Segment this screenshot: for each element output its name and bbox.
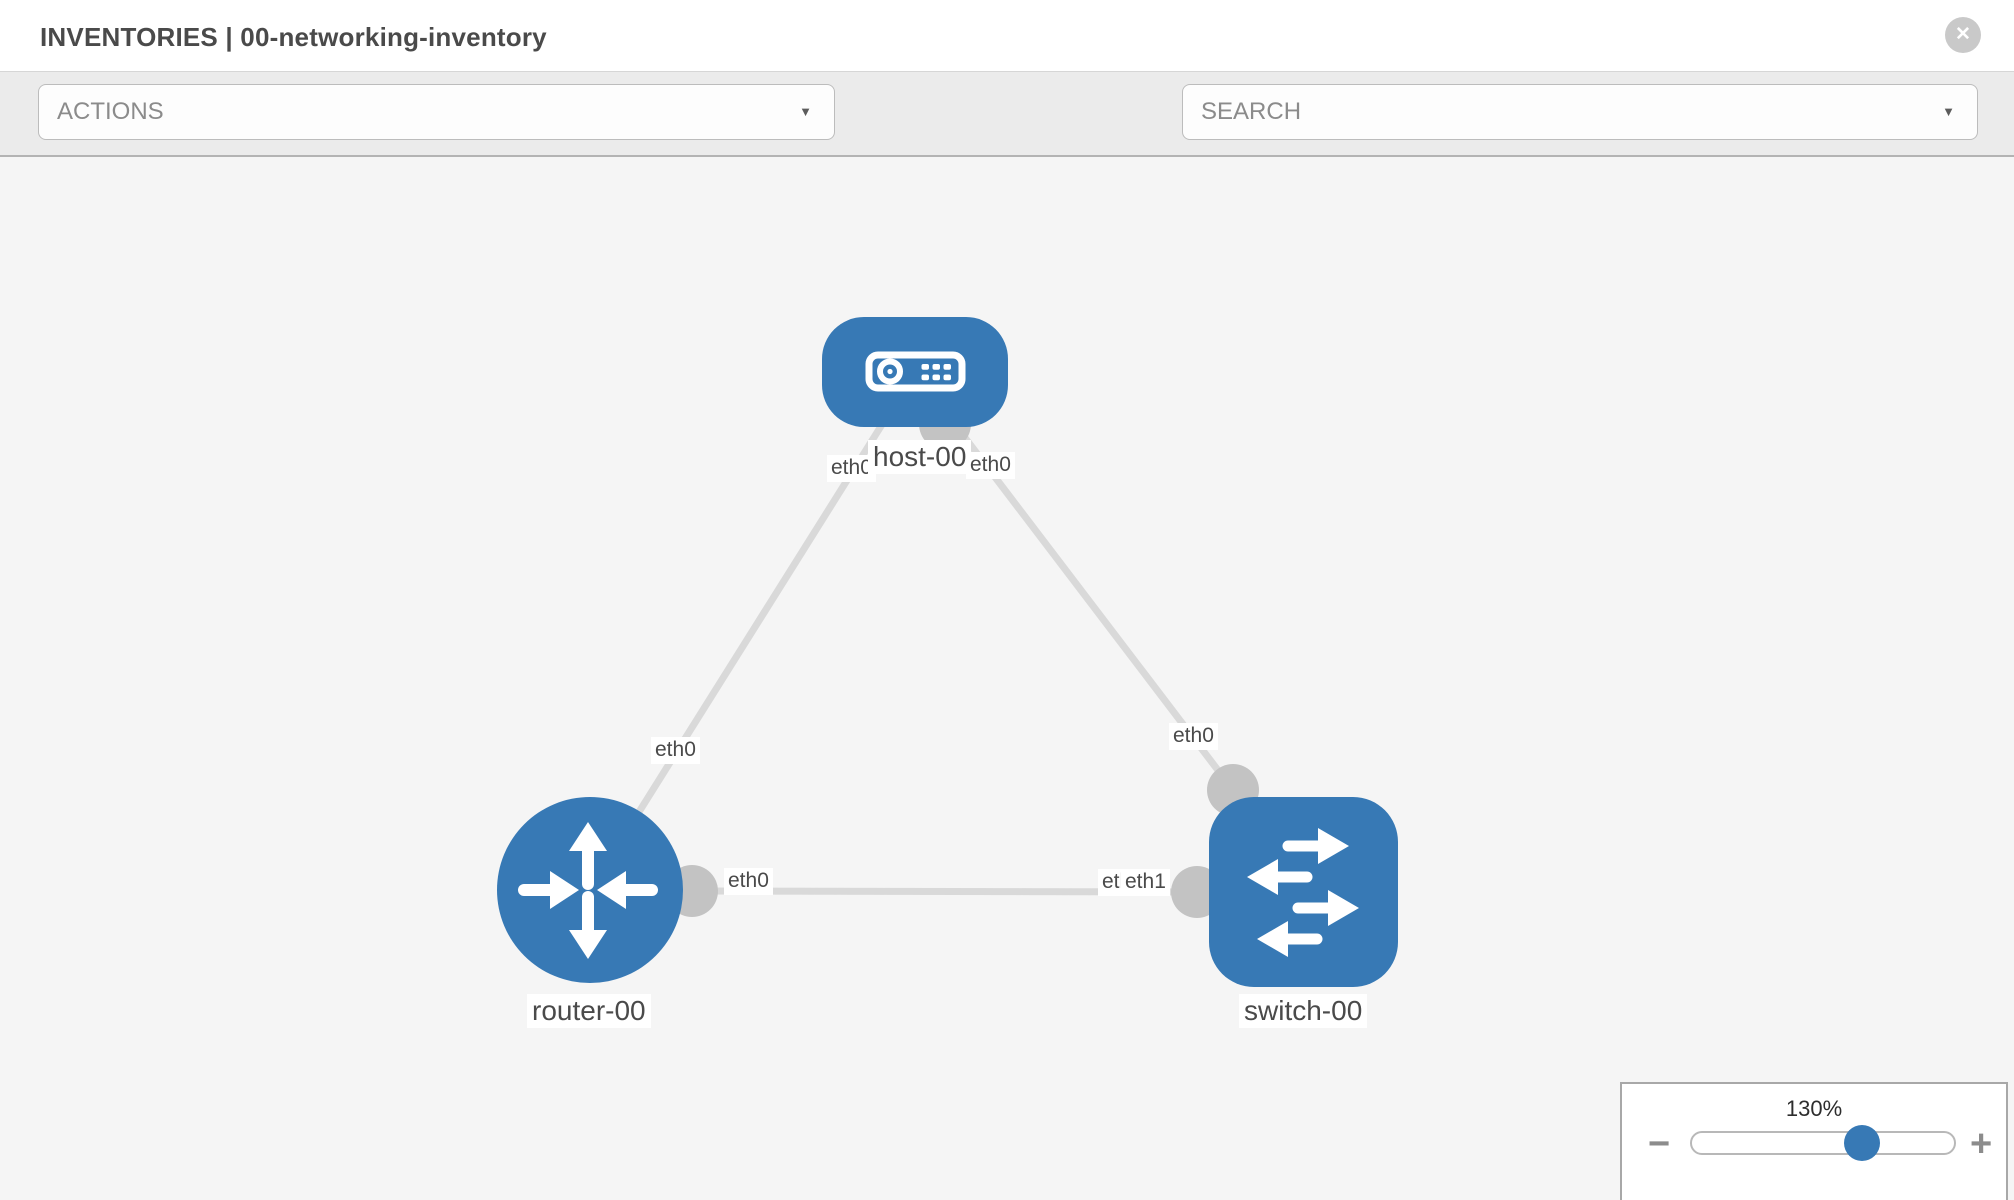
minus-icon: − — [1648, 1123, 1671, 1165]
interface-label-router-right: eth0 — [724, 868, 773, 895]
zoom-level-text: 130% — [1785, 1096, 1843, 1121]
topology-canvas[interactable] — [0, 157, 2014, 1200]
plus-icon: + — [1970, 1123, 1993, 1165]
page-title: INVENTORIES | 00-networking-inventory — [40, 22, 547, 52]
interface-label-router-link: eth0 — [651, 737, 700, 764]
toolbar: ACTIONS ▼ SEARCH ▼ — [0, 72, 2014, 210]
chevron-down-icon: ▼ — [1942, 103, 1955, 119]
router-icon — [518, 822, 658, 959]
interface-label-host-left: eth0 — [827, 455, 876, 482]
search-placeholder: SEARCH — [1201, 98, 1302, 125]
zoom-out-button[interactable]: − — [1648, 1124, 1670, 1164]
interface-label-switch-top: eth0 — [1169, 723, 1218, 750]
actions-dropdown[interactable]: ACTIONS ▼ — [38, 84, 835, 140]
node-router-00[interactable] — [497, 797, 683, 983]
node-switch-00[interactable] — [1209, 797, 1398, 987]
zoom-in-button[interactable]: + — [1970, 1124, 1992, 1164]
actions-dropdown-label: ACTIONS — [57, 98, 164, 125]
node-label-host: host-00 — [868, 440, 972, 475]
zoom-slider-knob[interactable] — [1844, 1125, 1880, 1161]
close-icon: ✕ — [1955, 24, 1971, 45]
switch-icon — [1247, 828, 1359, 957]
zoom-panel: 130% − + — [1620, 1082, 2008, 1200]
header: INVENTORIES | 00-networking-inventory ✕ — [0, 0, 2014, 72]
node-host-00[interactable] — [822, 317, 1008, 427]
zoom-slider-track[interactable] — [1690, 1131, 1956, 1155]
node-label-switch: switch-00 — [1239, 994, 1368, 1029]
close-button[interactable]: ✕ — [1945, 17, 1981, 53]
chevron-down-icon: ▼ — [799, 103, 812, 119]
interface-label-switch-left-over: eth1 — [1121, 869, 1170, 896]
interface-label-host-right: eth0 — [966, 452, 1015, 479]
search-dropdown[interactable]: SEARCH ▼ — [1182, 84, 1978, 140]
node-label-router: router-00 — [527, 994, 651, 1029]
host-icon — [865, 351, 966, 392]
